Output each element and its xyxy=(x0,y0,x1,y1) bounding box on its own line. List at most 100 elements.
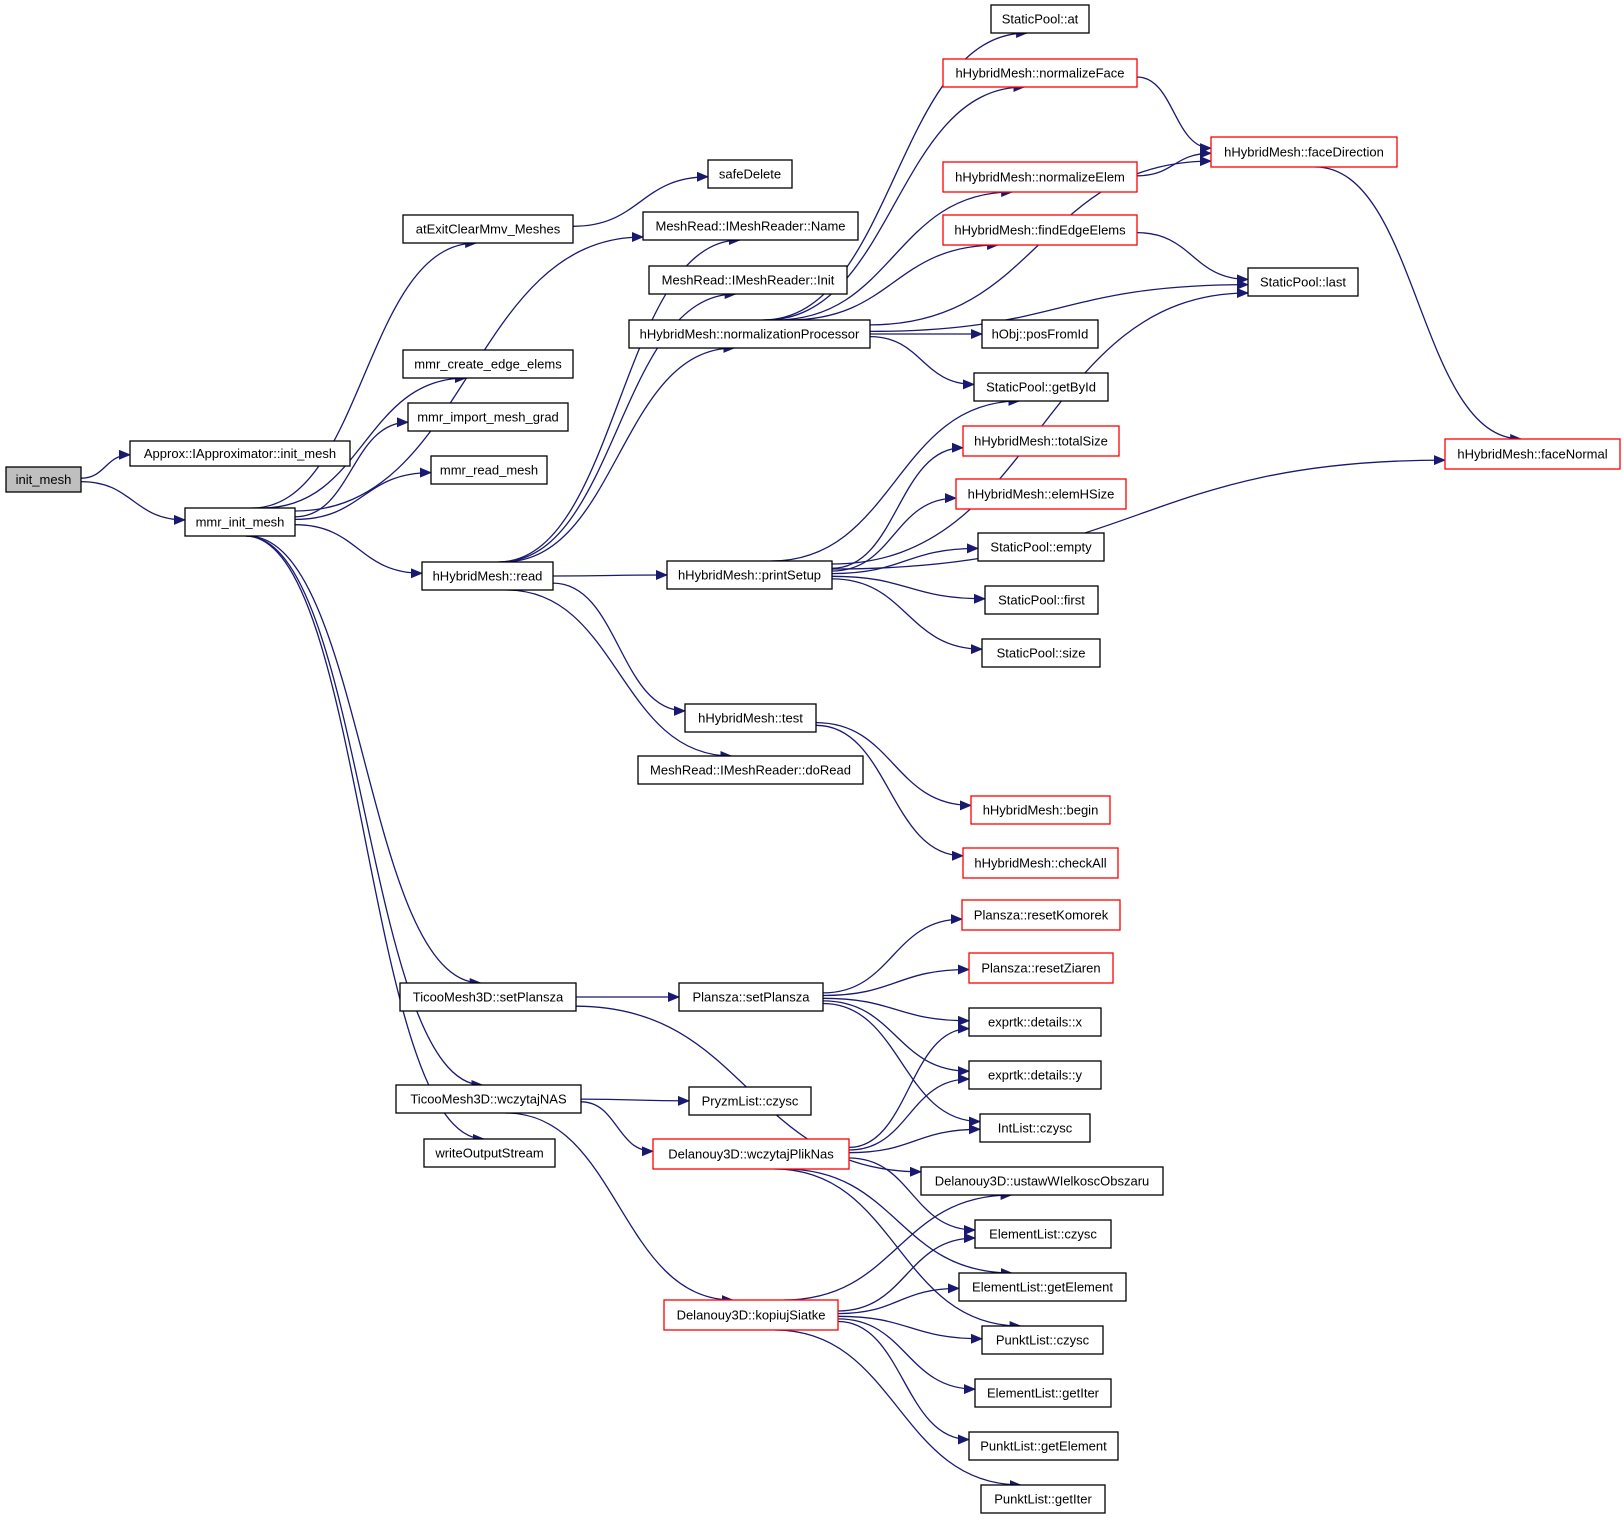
node-box[interactable] xyxy=(980,1484,1106,1514)
node-box[interactable] xyxy=(1444,438,1621,470)
node-sp-at[interactable]: StaticPool::at xyxy=(990,4,1090,34)
node-atexit[interactable]: atExitClearMmv_Meshes xyxy=(402,214,574,244)
node-pk-getelem[interactable]: PunktList::getElement xyxy=(968,1431,1119,1461)
node-mmr-init-mesh[interactable]: mmr_init_mesh xyxy=(184,507,296,537)
node-box[interactable] xyxy=(423,1138,556,1168)
node-hobj-pos[interactable]: hObj::posFromId xyxy=(981,319,1099,349)
node-hhm-facedir[interactable]: hHybridMesh::faceDirection xyxy=(1210,136,1398,168)
node-hhm-begin[interactable]: hHybridMesh::begin xyxy=(970,795,1111,825)
node-box[interactable] xyxy=(962,847,1119,879)
node-box[interactable] xyxy=(648,265,848,295)
node-ticoo-setpl[interactable]: TicooMesh3D::setPlansza xyxy=(399,982,577,1012)
node-box[interactable] xyxy=(5,466,82,493)
node-box[interactable] xyxy=(1247,267,1359,297)
node-hhm-findedge[interactable]: hHybridMesh::findEdgeElems xyxy=(942,214,1138,246)
node-box[interactable] xyxy=(399,982,577,1012)
node-box[interactable] xyxy=(678,982,824,1012)
node-hhm-test[interactable]: hHybridMesh::test xyxy=(684,703,817,733)
node-hhm-read[interactable]: hHybridMesh::read xyxy=(421,561,554,591)
node-write-out[interactable]: writeOutputStream xyxy=(423,1138,556,1168)
node-box[interactable] xyxy=(968,1060,1102,1090)
node-el-czysc[interactable]: ElementList::czysc xyxy=(974,1219,1112,1249)
node-mr-name[interactable]: MeshRead::IMeshReader::Name xyxy=(642,211,859,241)
node-box[interactable] xyxy=(395,1084,582,1114)
node-box[interactable] xyxy=(129,440,351,467)
node-box[interactable] xyxy=(642,211,859,241)
node-box[interactable] xyxy=(407,402,569,432)
node-box[interactable] xyxy=(981,1325,1104,1355)
node-box[interactable] xyxy=(973,372,1109,402)
node-ex-x[interactable]: exprtk::details::x xyxy=(968,1007,1102,1037)
node-box[interactable] xyxy=(707,159,793,189)
node-sp-first[interactable]: StaticPool::first xyxy=(984,585,1099,615)
node-sp-empty[interactable]: StaticPool::empty xyxy=(977,532,1105,562)
node-box[interactable] xyxy=(977,532,1105,562)
node-el-getelem[interactable]: ElementList::getElement xyxy=(958,1272,1127,1302)
node-hhm-totalsize[interactable]: hHybridMesh::totalSize xyxy=(962,425,1120,457)
node-mr-init[interactable]: MeshRead::IMeshReader::Init xyxy=(648,265,848,295)
node-mmr-create[interactable]: mmr_create_edge_elems xyxy=(402,349,574,379)
node-box[interactable] xyxy=(955,478,1127,510)
node-del-wczyt[interactable]: Delanouy3D::wczytajPlikNas xyxy=(652,1138,850,1170)
node-box[interactable] xyxy=(652,1138,850,1170)
node-box[interactable] xyxy=(684,703,817,733)
node-box[interactable] xyxy=(430,455,548,485)
node-box[interactable] xyxy=(942,161,1138,193)
node-approx-init[interactable]: Approx::IApproximator::init_mesh xyxy=(129,440,351,467)
node-box[interactable] xyxy=(968,952,1114,984)
node-box[interactable] xyxy=(666,560,833,590)
node-box[interactable] xyxy=(968,1007,1102,1037)
node-box[interactable] xyxy=(970,795,1111,825)
node-box[interactable] xyxy=(984,585,1099,615)
node-el-getiter[interactable]: ElementList::getIter xyxy=(974,1378,1112,1408)
node-box[interactable] xyxy=(421,561,554,591)
node-box[interactable] xyxy=(920,1166,1164,1196)
node-hhm-facenormal[interactable]: hHybridMesh::faceNormal xyxy=(1444,438,1621,470)
node-mmr-import[interactable]: mmr_import_mesh_grad xyxy=(407,402,569,432)
node-box[interactable] xyxy=(402,214,574,244)
node-safedelete[interactable]: safeDelete xyxy=(707,159,793,189)
node-intlist-czysc[interactable]: IntList::czysc xyxy=(979,1113,1091,1143)
node-hhm-checkall[interactable]: hHybridMesh::checkAll xyxy=(962,847,1119,879)
node-pl-setpl[interactable]: Plansza::setPlansza xyxy=(678,982,824,1012)
node-init-mesh[interactable]: init_mesh xyxy=(5,466,82,493)
node-box[interactable] xyxy=(628,319,871,349)
node-mmr-read[interactable]: mmr_read_mesh xyxy=(430,455,548,485)
node-box[interactable] xyxy=(974,1378,1112,1408)
node-box[interactable] xyxy=(958,1272,1127,1302)
node-box[interactable] xyxy=(637,755,864,785)
node-box[interactable] xyxy=(663,1299,839,1331)
node-box[interactable] xyxy=(1210,136,1398,168)
node-box[interactable] xyxy=(942,58,1138,88)
node-box[interactable] xyxy=(990,4,1090,34)
node-box[interactable] xyxy=(968,1431,1119,1461)
node-hhm-normelem[interactable]: hHybridMesh::normalizeElem xyxy=(942,161,1138,193)
node-box[interactable] xyxy=(974,1219,1112,1249)
node-sp-getbyid[interactable]: StaticPool::getById xyxy=(973,372,1109,402)
node-mr-doread[interactable]: MeshRead::IMeshReader::doRead xyxy=(637,755,864,785)
node-del-kopiuj[interactable]: Delanouy3D::kopiujSiatke xyxy=(663,1299,839,1331)
node-box[interactable] xyxy=(962,425,1120,457)
node-pl-resetziar[interactable]: Plansza::resetZiaren xyxy=(968,952,1114,984)
node-box[interactable] xyxy=(981,319,1099,349)
node-hhm-printsetup[interactable]: hHybridMesh::printSetup xyxy=(666,560,833,590)
node-hhm-normface[interactable]: hHybridMesh::normalizeFace xyxy=(942,58,1138,88)
node-box[interactable] xyxy=(981,638,1101,668)
node-del-ustaw[interactable]: Delanouy3D::ustawWIelkoscObszaru xyxy=(920,1166,1164,1196)
node-box[interactable] xyxy=(961,899,1121,931)
node-hhm-normproc[interactable]: hHybridMesh::normalizationProcessor xyxy=(628,319,871,349)
node-hhm-elemhsize[interactable]: hHybridMesh::elemHSize xyxy=(955,478,1127,510)
node-box[interactable] xyxy=(184,507,296,537)
node-box[interactable] xyxy=(402,349,574,379)
node-ex-y[interactable]: exprtk::details::y xyxy=(968,1060,1102,1090)
node-pl-resetkom[interactable]: Plansza::resetKomorek xyxy=(961,899,1121,931)
node-box[interactable] xyxy=(979,1113,1091,1143)
node-pk-czysc[interactable]: PunktList::czysc xyxy=(981,1325,1104,1355)
node-box[interactable] xyxy=(942,214,1138,246)
node-pryzm-czysc[interactable]: PryzmList::czysc xyxy=(688,1086,812,1116)
node-sp-last[interactable]: StaticPool::last xyxy=(1247,267,1359,297)
node-box[interactable] xyxy=(688,1086,812,1116)
node-sp-size[interactable]: StaticPool::size xyxy=(981,638,1101,668)
node-ticoo-wczyt[interactable]: TicooMesh3D::wczytajNAS xyxy=(395,1084,582,1114)
node-pk-getiter[interactable]: PunktList::getIter xyxy=(980,1484,1106,1514)
